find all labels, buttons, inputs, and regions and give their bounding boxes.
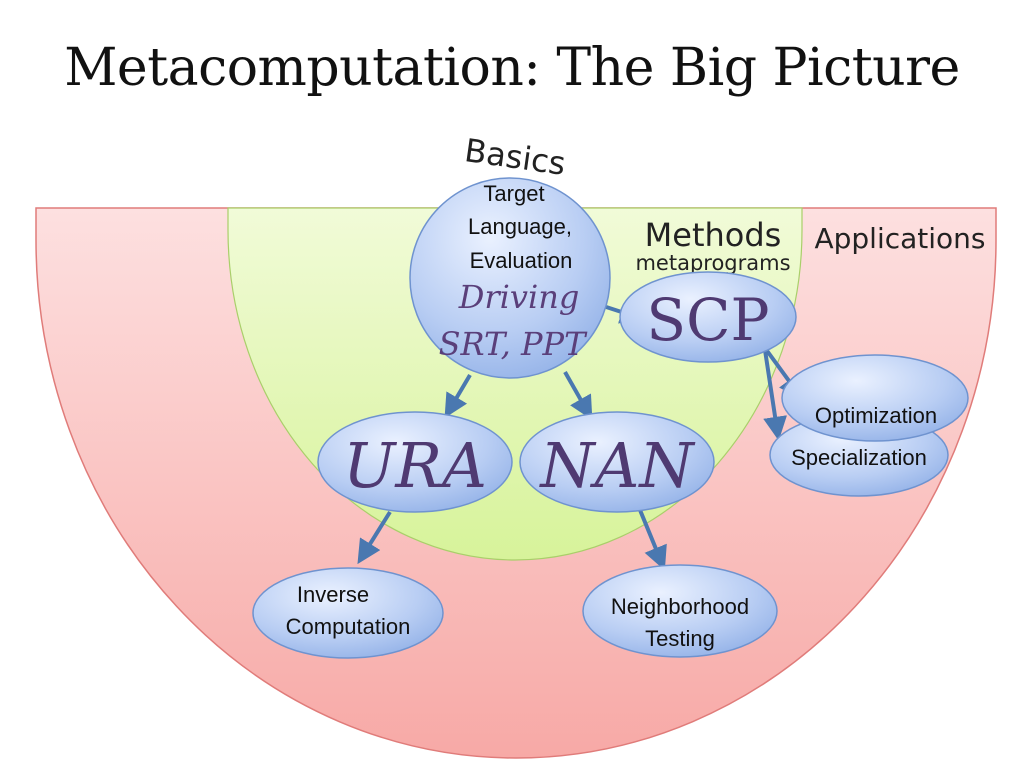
- neighborhood-testing-line1: Neighborhood: [611, 594, 749, 619]
- basics-node-line4: Driving: [458, 278, 580, 316]
- arrow-nan-to-neighborhood: [638, 509, 667, 571]
- basics-node-line2: Language,: [468, 214, 572, 239]
- arrow-basics-to-nan: [563, 371, 593, 421]
- arrow-scp-to-specialization: [763, 349, 787, 441]
- inverse-computation-line1: Inverse: [297, 582, 369, 607]
- methods-label: Methods: [645, 216, 782, 254]
- specialization-label: Specialization: [791, 445, 927, 470]
- basics-node: Target Language, Evaluation Driving SRT,…: [409, 177, 611, 379]
- applications-label: Applications: [814, 222, 985, 255]
- ura-node: URA: [317, 411, 513, 513]
- basics-node-line5: SRT, PPT: [439, 325, 589, 363]
- ura-label: URA: [343, 429, 487, 502]
- neighborhood-testing-node: Neighborhood Testing: [582, 564, 778, 658]
- optimization-label: Optimization: [815, 403, 937, 428]
- nan-label: NAN: [538, 429, 696, 502]
- basics-node-line3: Evaluation: [470, 248, 573, 273]
- inverse-computation-line2: Computation: [286, 614, 411, 639]
- basics-node-line1: Target: [483, 181, 544, 206]
- optimization-node: Optimization: [781, 354, 969, 442]
- nan-node: NAN: [519, 411, 715, 513]
- basics-label: Basics: [462, 131, 568, 183]
- scp-node: SCP: [619, 271, 797, 363]
- methods-sublabel: metaprograms: [635, 251, 790, 275]
- slide-title: Metacomputation: The Big Picture: [64, 38, 960, 98]
- arrow-ura-to-inverse: [357, 510, 392, 565]
- scp-label: SCP: [646, 286, 769, 354]
- neighborhood-testing-line2: Testing: [645, 626, 715, 651]
- arrow-basics-to-ura: [444, 373, 472, 419]
- inverse-computation-node: Inverse Computation: [252, 567, 444, 659]
